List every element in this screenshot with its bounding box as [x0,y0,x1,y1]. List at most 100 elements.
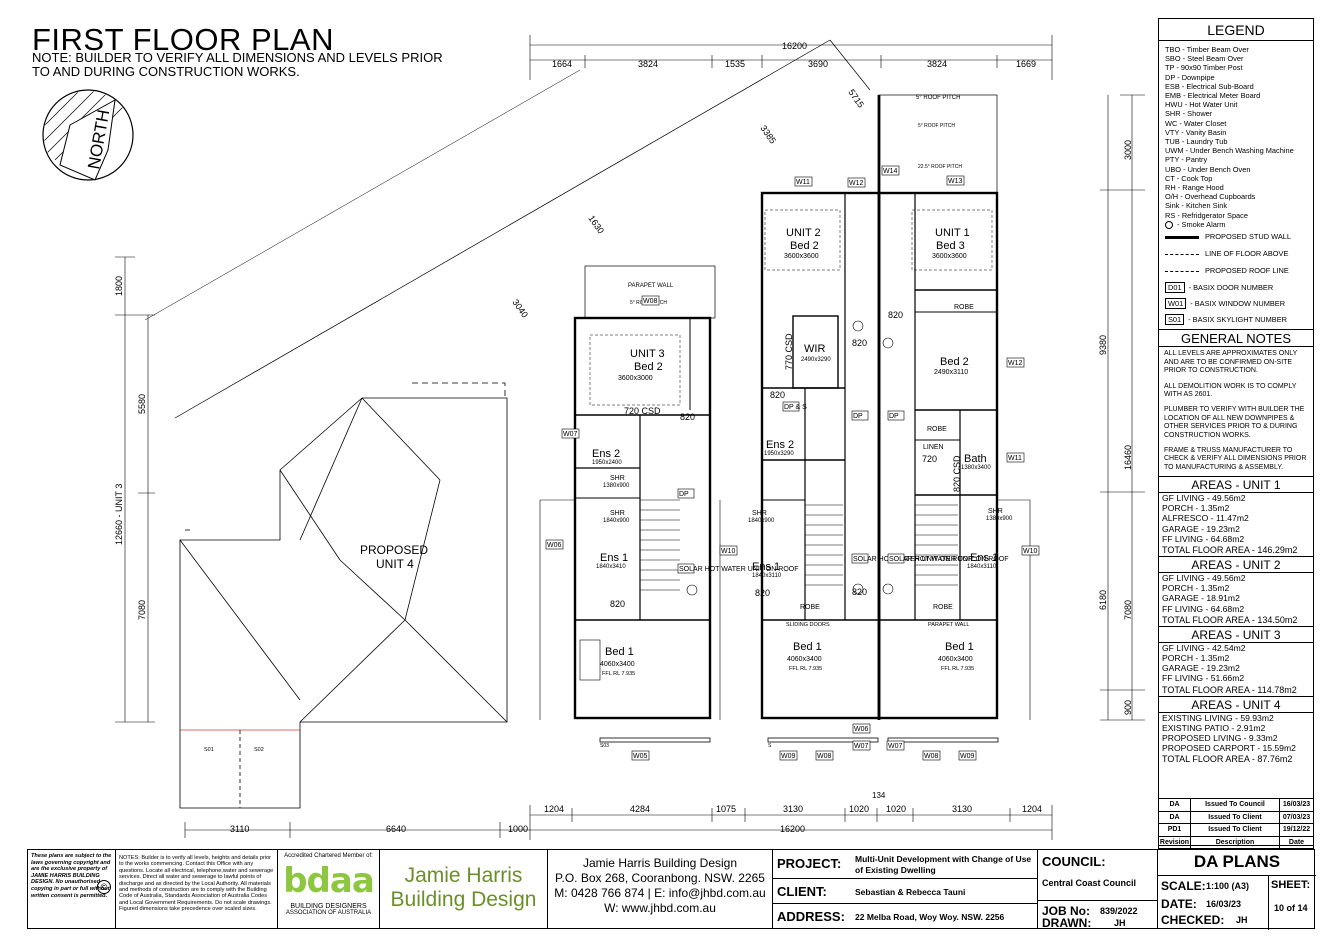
window-tag: W06 [547,542,562,549]
legend-list: TBO - Timber Beam Over SBO - Steel Beam … [1159,41,1313,326]
council-value: Central Coast Council [1042,878,1137,888]
dim-left: 1800 [114,276,124,296]
robe-label: ROBE [927,426,947,433]
dim-bottom: 1204 [544,804,564,814]
bdaa-sub: BUILDING DESIGNERS [290,903,367,910]
legend-stud-wall: PROPOSED STUD WALL [1159,232,1313,241]
room-label: Bed 2 [634,361,663,373]
project-cell: PROJECT: Multi-Unit Development with Cha… [773,850,1038,928]
dim-bottom: 6640 [386,824,406,834]
legend-item: O/H - Overhead Cupboards [1165,192,1256,202]
door-820: 820 [755,588,770,598]
skylight-tag: DP [853,413,863,420]
rev-code: DA [1158,798,1191,812]
floor-plan-drawing: NORTH 16200 1664 3824 1535 3690 3824 166… [42,35,1145,840]
unit4-roof-outline [179,382,508,809]
shr-label: SHR [752,510,767,517]
dim-bottom-total: 16200 [780,824,805,834]
area-row: GARAGE - 18.91m2 [1162,593,1240,604]
smoke-alarm-icon [686,320,894,596]
parapet-label: PARAPET WALL [628,283,674,289]
dim-diag: 1630 [586,213,606,235]
council-cell: COUNCIL: Central Coast Council JOB No: 8… [1038,850,1158,930]
dim-bottom: 1020 [849,804,869,814]
area-total: TOTAL FLOOR AREA - 146.29m2 [1162,545,1298,556]
room-label: Ens 1 [752,561,780,573]
window-tag: W13 [948,178,963,185]
dim-bottom: 3110 [230,824,249,834]
area-row: GF LIVING - 42.54m2 [1162,642,1246,653]
firm-web: W: www.jhbd.com.au [604,901,716,915]
room-size: 1380x3400 [961,465,991,471]
room-label: WIR [804,343,825,355]
sheet-value: 10 of 14 [1274,903,1308,913]
window-tag: W08 [817,753,832,760]
door-820: 820 [680,412,695,422]
job-label: JOB No: [1042,904,1090,918]
dim-bottom: 1204 [1022,804,1042,814]
legend-panel: LEGEND TBO - Timber Beam Over SBO - Stee… [1158,18,1314,849]
roof-pitch-label: 22.5° ROOF PITCH [918,164,962,170]
rev-code: DA [1158,810,1191,824]
dim-bottom: 4284 [630,804,650,814]
bdaa-cell: Accredited Chartered Member of: bdaa BUI… [278,850,380,928]
room-label: UNIT 2 [786,227,821,239]
rev-desc: Issued To Client [1190,823,1280,837]
drawn-value: JH [1114,918,1126,928]
window-tag: W12 [1008,360,1023,367]
door-820: 820 [610,599,625,609]
window-tag: W08 [643,298,658,305]
shr-size: 1380x900 [603,483,630,489]
room-size: 2490x3290 [801,357,831,363]
legend-floor-label: LINE OF FLOOR ABOVE [1205,249,1289,259]
legend-roof-label: PROPOSED ROOF LINE [1205,266,1289,276]
legend-item: HWU - Hot Water Unit [1165,100,1238,110]
area-row: EXISTING LIVING - 59.93m2 [1162,712,1274,723]
room-size: 3600x3000 [618,375,653,382]
window-tag: W09 [960,753,975,760]
dim-right: 16460 [1123,445,1133,470]
legend-stud-label: PROPOSED STUD WALL [1205,232,1291,242]
shr-label: SHR [988,508,1003,515]
legend-skylight-label: - BASIX SKYLIGHT NUMBER [1188,315,1287,325]
area-row: GF LIVING - 49.56m2 [1162,573,1246,584]
awning-label: S03 [600,743,609,749]
window-tag: W09 [781,753,796,760]
stud-wall-icon [1165,235,1199,239]
rev-desc: Issued To Client [1190,810,1280,824]
skylight-tag: DP [889,413,899,420]
areas-section: AREAS - UNIT 1 GF LIVING - 49.56m2 PORCH… [1159,476,1313,765]
dim-right: 9380 [1098,335,1108,355]
checked-value: JH [1236,915,1248,925]
brand-line: Jamie Harris [404,864,523,887]
window-tag: W07 [888,743,903,750]
client-value: Sebastian & Rebecca Tauni [855,887,966,897]
legend-window-label: - BASIX WINDOW NUMBER [1190,298,1286,308]
area-row: PROPOSED CARPORT - 15.59m2 [1162,743,1296,754]
legend-roof-line: PROPOSED ROOF LINE [1159,266,1313,275]
area-row: PORCH - 1.35m2 [1162,583,1230,594]
door-720: 720 [922,454,937,464]
general-note: PLUMBER TO VERIFY WITH BUILDER THE LOCAT… [1164,406,1305,439]
dim-top: 1669 [1016,59,1036,69]
skylight-tag: DP & S [784,404,807,411]
dim-top: 1664 [552,59,572,69]
legend-item: WC - Water Closet [1165,118,1227,128]
left-dimensions [115,256,155,723]
north-arrow-icon: NORTH [42,89,134,181]
rev-header: Revision [1158,835,1191,849]
dim-top: 1535 [725,59,745,69]
door-820: 820 [770,390,785,400]
rev-date: 07/03/23 [1279,810,1314,824]
window-tag: W07 [563,431,578,438]
room-label: Ens 1 [970,552,998,564]
linen-label: LINEN [923,444,944,451]
drawn-label: DRAWN: [1042,916,1092,930]
notes-text: NOTES: Builder is to verify all levels, … [119,855,274,913]
skylight-tag: SOLAR HOT WATER UNIT ON ROOF [679,566,799,573]
area-row: FF LIVING - 51.66m2 [1162,673,1245,684]
room-ffl: FFL RL 7.935 [941,666,974,672]
dim-top-total: 16200 [782,41,807,51]
